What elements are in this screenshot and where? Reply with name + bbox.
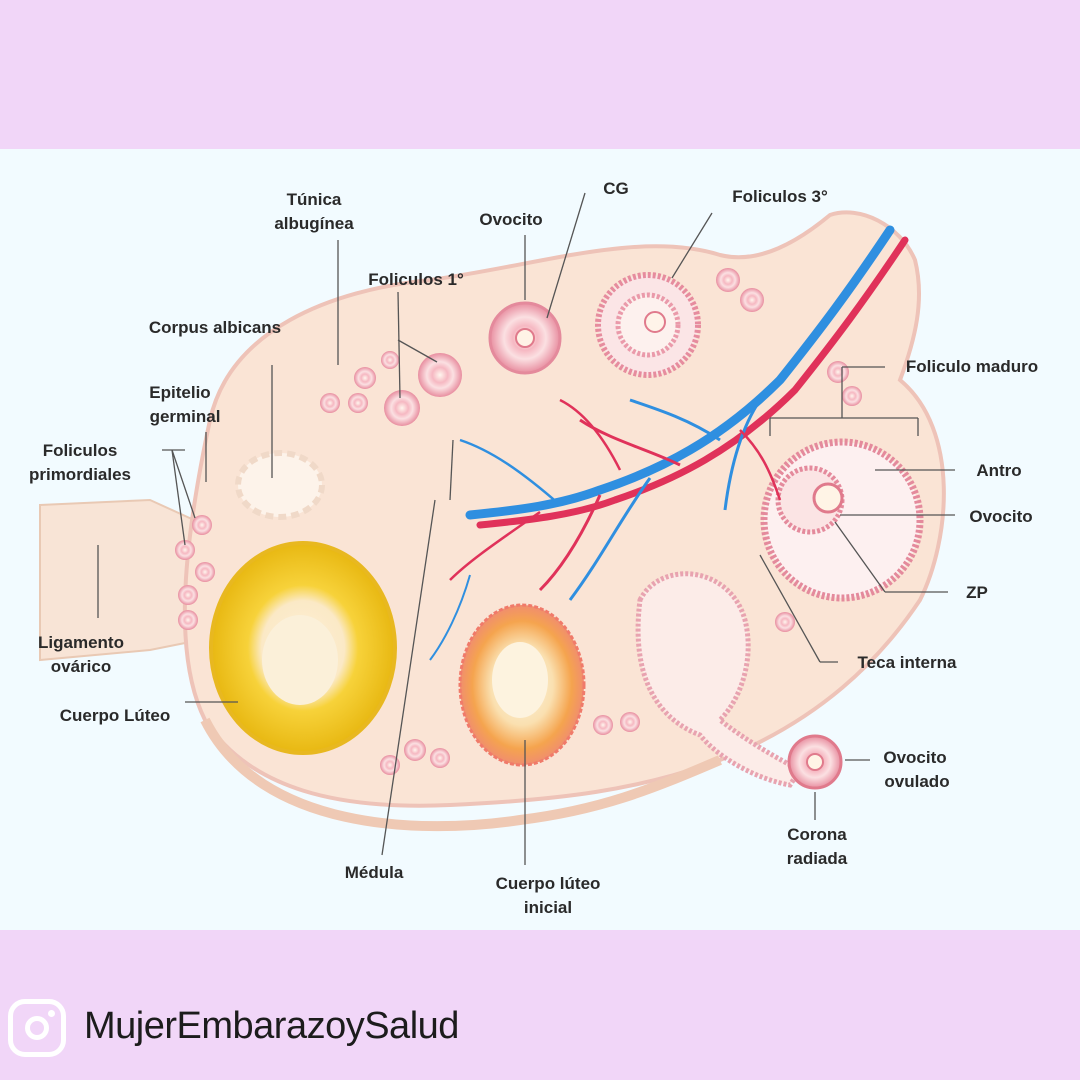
instagram-handle[interactable]: MujerEmbarazoySalud xyxy=(84,1005,459,1047)
secondary-follicle xyxy=(488,301,562,375)
label-antro: Antro xyxy=(976,461,1021,480)
label-foliculos-primordiales-1: Foliculos xyxy=(43,441,118,460)
label-corpus-albicans: Corpus albicans xyxy=(149,318,281,337)
label-epitelio-germinal-2: germinal xyxy=(150,407,221,426)
ovary-lower-rim xyxy=(200,717,722,832)
label-ovocito-top: Ovocito xyxy=(479,210,542,229)
label-medula: Médula xyxy=(345,863,404,882)
blood-vessels xyxy=(429,225,909,661)
mature-follicle xyxy=(760,438,924,602)
label-epitelio-germinal-1: Epitelio xyxy=(149,383,210,402)
instagram-dot-icon xyxy=(48,1010,55,1017)
labels: Túnica albugínea Ovocito CG Foliculos 3°… xyxy=(29,179,1038,917)
label-teca-interna: Teca interna xyxy=(858,653,957,672)
label-tunica-albuginea-2: albugínea xyxy=(274,214,354,233)
label-ovocito-ovulado-2: ovulado xyxy=(884,772,949,791)
label-corona-radiada-1: Corona xyxy=(787,825,847,844)
label-cg: CG xyxy=(603,179,629,198)
bottom-band xyxy=(0,930,1080,1080)
label-cuerpo-luteo-inicial-2: inicial xyxy=(524,898,572,917)
ruptured-follicle xyxy=(635,571,843,790)
label-ovocito-right: Ovocito xyxy=(969,507,1032,526)
label-foliculos-3: Foliculos 3° xyxy=(732,187,828,206)
label-ligamento-ovarico-1: Ligamento xyxy=(38,633,124,652)
corpus-albicans xyxy=(235,450,325,520)
top-band xyxy=(0,0,1080,149)
label-corona-radiada-2: radiada xyxy=(787,849,848,868)
footer: MujerEmbarazoySalud xyxy=(0,995,1080,1065)
tertiary-follicle xyxy=(595,272,701,378)
label-foliculos-primordiales-2: primordiales xyxy=(29,465,131,484)
label-foliculo-maduro: Foliculo maduro xyxy=(906,357,1038,376)
early-corpus-luteum xyxy=(458,603,586,767)
corpus-luteum xyxy=(209,541,397,755)
instagram-lens-icon xyxy=(25,1016,49,1040)
label-foliculos-1: Foliculos 1° xyxy=(368,270,464,289)
instagram-icon[interactable] xyxy=(8,999,66,1057)
label-ligamento-ovarico-2: ovárico xyxy=(51,657,111,676)
label-tunica-albuginea-1: Túnica xyxy=(287,190,342,209)
leader-lines xyxy=(97,192,955,865)
label-ovocito-ovulado-1: Ovocito xyxy=(883,748,946,767)
label-zp: ZP xyxy=(966,583,988,602)
primary-follicles xyxy=(320,351,462,426)
label-cuerpo-luteo: Cuerpo Lúteo xyxy=(60,706,171,725)
label-cuerpo-luteo-inicial-1: Cuerpo lúteo xyxy=(496,874,601,893)
primordial-follicles xyxy=(175,268,862,775)
